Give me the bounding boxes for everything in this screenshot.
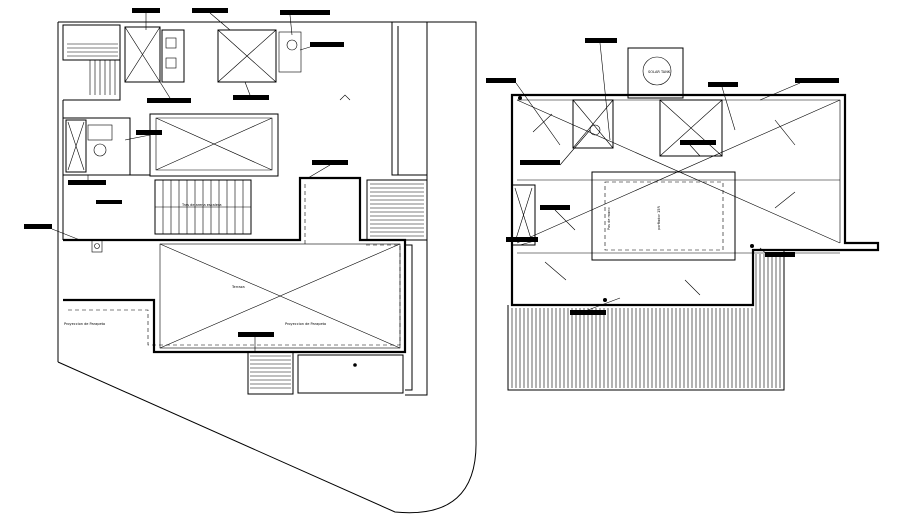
toilet-icon <box>286 39 298 51</box>
tag <box>570 310 606 315</box>
terrace-area <box>159 243 401 349</box>
skylight-outer <box>591 171 736 261</box>
tag <box>680 140 716 145</box>
right-floor-plan: SOLAR TANK Pos de mano porfiador 15R <box>486 38 880 391</box>
room-wc-1 <box>124 26 161 83</box>
leader-lines-right <box>515 42 801 311</box>
sink-icon <box>165 37 177 49</box>
right-wc-cross <box>572 99 614 149</box>
tag <box>147 98 191 103</box>
tag <box>765 252 795 257</box>
label-parapeto-a: Proyeccion de Parapeto <box>64 322 105 326</box>
tag <box>506 237 538 242</box>
leader-lines-left <box>51 12 331 352</box>
tag <box>192 8 228 13</box>
solar-tank-label: SOLAR TANK <box>648 70 671 74</box>
central-void <box>149 113 279 177</box>
tag <box>238 332 274 337</box>
marker-dot-right-2 <box>518 96 522 100</box>
slope-arrow <box>339 94 351 101</box>
marker-dot-right <box>603 298 607 302</box>
closet <box>65 119 87 173</box>
shower-cross <box>217 29 277 83</box>
stair-top-left <box>67 43 118 95</box>
left-floor-plan: Tras de arena escalera Terraza Proyeccio… <box>24 8 477 514</box>
tag <box>486 78 516 83</box>
central-stair-treads <box>155 180 251 234</box>
right-left-closet <box>512 184 536 246</box>
room-top-left <box>62 24 121 61</box>
right-parapet <box>391 22 427 176</box>
right-shower <box>659 99 723 157</box>
label-porfiador: porfiador 15R <box>657 205 661 230</box>
basin <box>87 124 113 141</box>
shower-room <box>217 29 277 83</box>
tank-room <box>627 47 684 99</box>
label-parapeto-b: Proyeccion de Parapeto <box>285 322 326 326</box>
tag <box>520 160 560 165</box>
left-interior-walls <box>62 100 150 240</box>
tag <box>132 8 160 13</box>
tag <box>68 180 106 185</box>
right-lower-parapet <box>405 244 413 391</box>
annotation-tags-right <box>486 38 839 315</box>
tag <box>708 82 738 87</box>
tag <box>585 38 617 43</box>
right-outer-wall <box>510 93 880 307</box>
tag <box>233 95 269 100</box>
wc-cross <box>124 26 161 83</box>
label-pos-de-mano: Pos de mano <box>607 208 611 230</box>
balcony-hatch-right <box>366 179 428 241</box>
toilet-room <box>278 31 302 73</box>
marker-dot <box>353 363 357 367</box>
tag <box>310 42 344 47</box>
lower-slab <box>63 176 407 354</box>
closet-cross <box>67 121 85 171</box>
right-shower-cross <box>659 99 723 157</box>
bottom-room <box>297 354 404 394</box>
tag <box>795 78 839 83</box>
sink-counter <box>161 29 185 83</box>
plot-boundary <box>57 21 477 514</box>
toilet-2-icon <box>93 143 107 157</box>
terrace-cross <box>159 243 401 349</box>
tag <box>540 205 570 210</box>
sink-icon-2 <box>165 57 177 69</box>
parapet-line <box>68 244 401 346</box>
dimension-labels-right <box>532 113 796 296</box>
meter-icon <box>94 243 100 249</box>
tag <box>312 160 348 165</box>
marker-dot-right-3 <box>750 244 754 248</box>
left-outer-wall <box>58 21 428 396</box>
terrace-label: Terraza <box>231 285 245 289</box>
deck-hatch <box>507 250 785 391</box>
tag <box>136 130 162 135</box>
skylight-inner <box>604 181 724 251</box>
right-wc <box>572 99 614 149</box>
annotation-tags-left <box>24 8 348 337</box>
void-cross <box>155 117 273 171</box>
tag <box>280 10 330 15</box>
stair-room-wall <box>63 59 121 101</box>
closet-cross-2 <box>514 187 533 243</box>
tag <box>24 224 52 229</box>
solar-tank-icon <box>642 56 672 86</box>
meter-box <box>91 239 103 253</box>
bottom-stair <box>247 351 294 395</box>
stair-note: Tras de arena escalera <box>181 203 222 207</box>
tag <box>96 200 122 204</box>
